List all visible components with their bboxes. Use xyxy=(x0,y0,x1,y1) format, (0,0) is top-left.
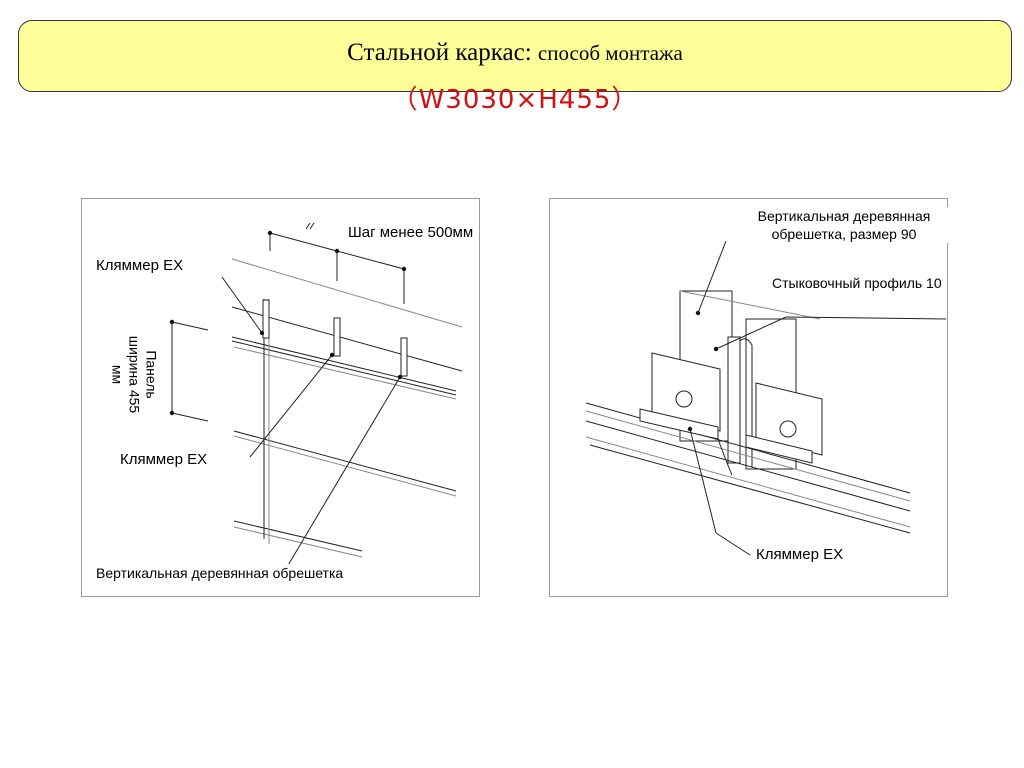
title-main: Стальной каркас: xyxy=(347,39,538,66)
right-diagram-panel: Вертикальная деревянная обрешетка, разме… xyxy=(549,198,954,597)
clip-label: Кляммер EX xyxy=(756,546,844,564)
batten-size-label: Вертикальная деревянная обрешетка, разме… xyxy=(734,207,954,243)
clip-1 xyxy=(262,299,270,339)
clip-3 xyxy=(400,337,408,377)
left-diagram-drawing xyxy=(169,222,463,568)
page-dimensions: （W3030×H455） xyxy=(391,85,639,115)
title-sub: способ монтажа xyxy=(537,41,683,65)
page-title: Стальной каркас: способ монтажа xyxy=(19,39,1011,67)
clip-bracket-left xyxy=(651,352,721,432)
clip-bracket-right xyxy=(755,382,823,456)
title-banner: Стальной каркас: способ монтажа （W3030×H… xyxy=(18,20,1012,115)
lower-panel-edge xyxy=(233,430,457,492)
pitch-label: Шаг менее 500мм xyxy=(348,224,474,242)
left-diagram-panel: Шаг менее 500мм Кляммер EX Панель ширина… xyxy=(81,198,480,597)
batten-leader xyxy=(286,376,401,568)
joint-profile xyxy=(727,336,741,464)
clip-leader xyxy=(689,428,717,534)
bottom-panel-edge xyxy=(233,520,363,552)
clip-label-bottom: Кляммер EX xyxy=(120,451,208,469)
joint-profile-label: Стыковочный профиль 10 xyxy=(772,274,942,292)
batten-label: Вертикальная деревянная обрешетка xyxy=(96,564,344,582)
batten-leader xyxy=(697,240,727,314)
panel-width-label: Панель ширина 455 мм xyxy=(109,335,160,414)
clip-2 xyxy=(333,317,341,357)
joint-leader xyxy=(715,316,787,350)
bottom-clip-leader xyxy=(249,354,333,458)
top-clip-leader xyxy=(221,276,263,334)
clip-label-top: Кляммер EX xyxy=(96,257,184,275)
upper-panel-top-edge xyxy=(231,306,463,372)
joint-leader-h xyxy=(785,316,947,320)
right-diagram-drawing xyxy=(585,240,947,556)
